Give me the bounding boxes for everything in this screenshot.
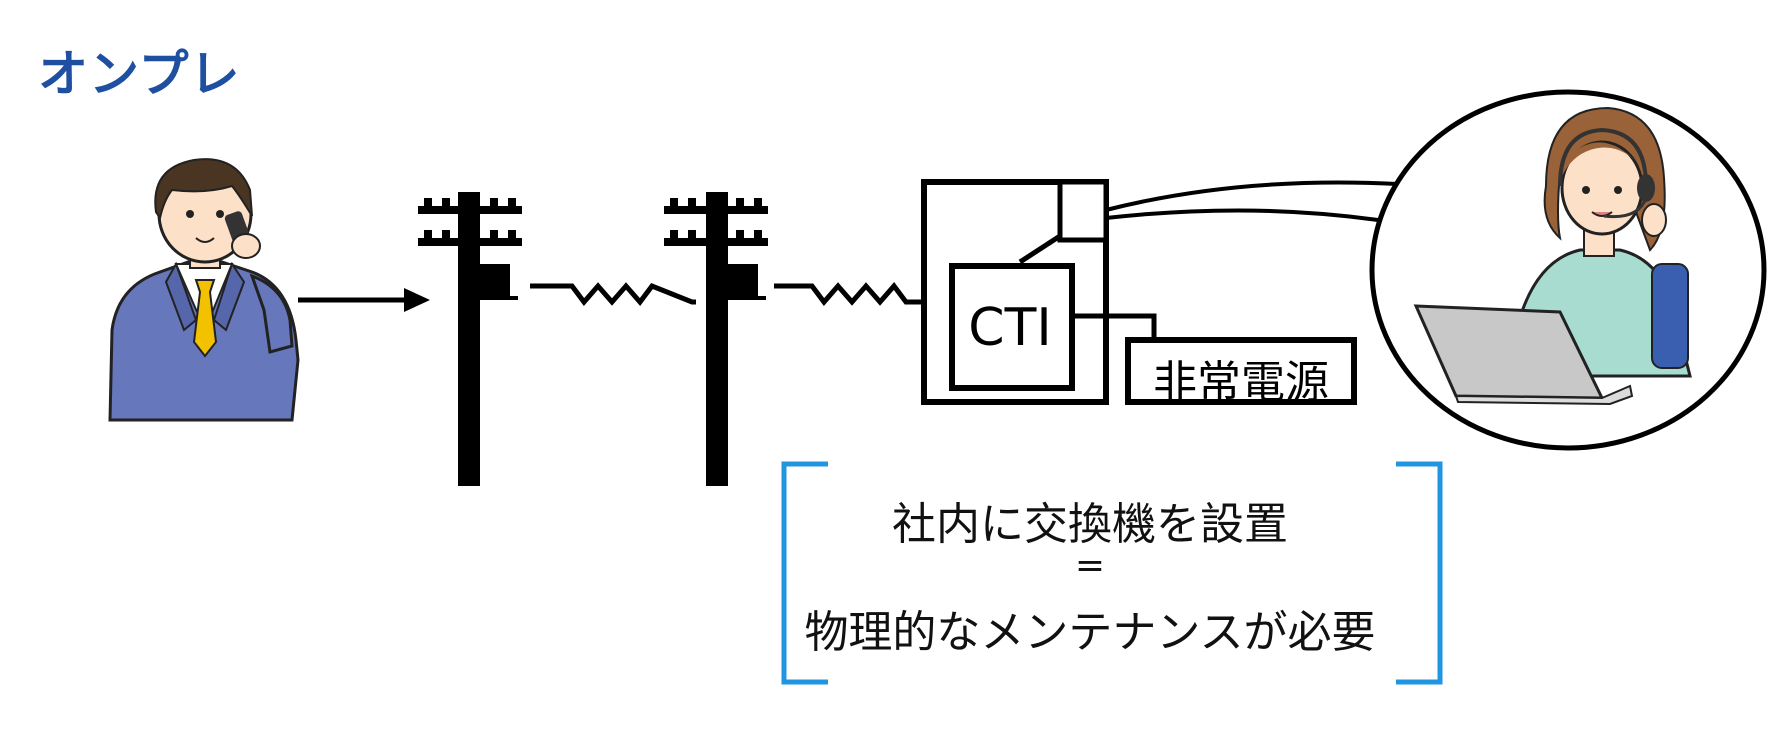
emergency-power-label: 非常電源	[1153, 357, 1329, 408]
operator-woman-icon	[1501, 106, 1692, 378]
laptop-icon	[1413, 304, 1634, 406]
emergency-power-box	[1125, 337, 1357, 405]
note-line-3: 物理的なメンテナンスが必要	[804, 607, 1376, 658]
telephone-pole-icon	[664, 192, 768, 486]
cti-box	[949, 263, 1075, 391]
page-title: オンプレ	[38, 45, 241, 103]
caller-man-icon	[108, 158, 300, 422]
resistor-line-icon	[774, 282, 952, 306]
callout-tail	[1105, 180, 1399, 222]
call-arrow	[298, 288, 430, 312]
cti-label: CTI	[968, 298, 1052, 358]
telephone-pole-icon	[418, 192, 522, 486]
note-brackets	[781, 461, 1443, 685]
note-line-1: 社内に交換機を設置	[892, 499, 1288, 550]
office-building	[921, 179, 1357, 405]
resistor-line-icon	[530, 282, 696, 306]
note-line-2: =	[1074, 545, 1106, 586]
